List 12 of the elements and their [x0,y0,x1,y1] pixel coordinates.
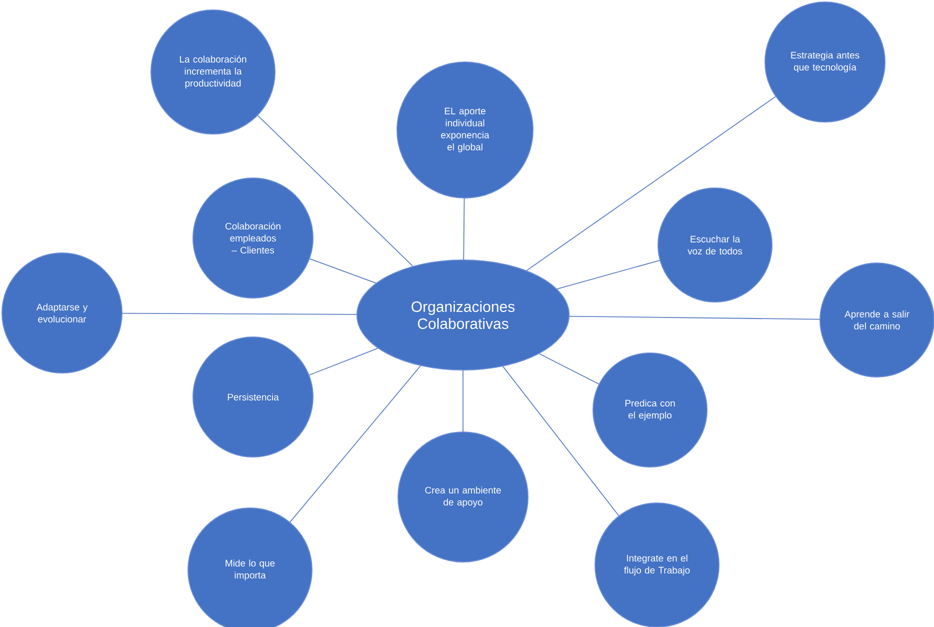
connector-line [462,370,464,432]
connector-line [556,260,660,290]
connector-line [122,312,357,315]
connector-line [526,96,776,271]
connector-line [309,258,376,284]
connector-line [308,348,378,376]
connector-line [538,353,600,384]
connector-line [290,365,421,522]
connector-line [257,115,414,267]
connector-line [502,366,620,516]
connector-line [463,198,465,260]
connector-line [569,316,820,320]
